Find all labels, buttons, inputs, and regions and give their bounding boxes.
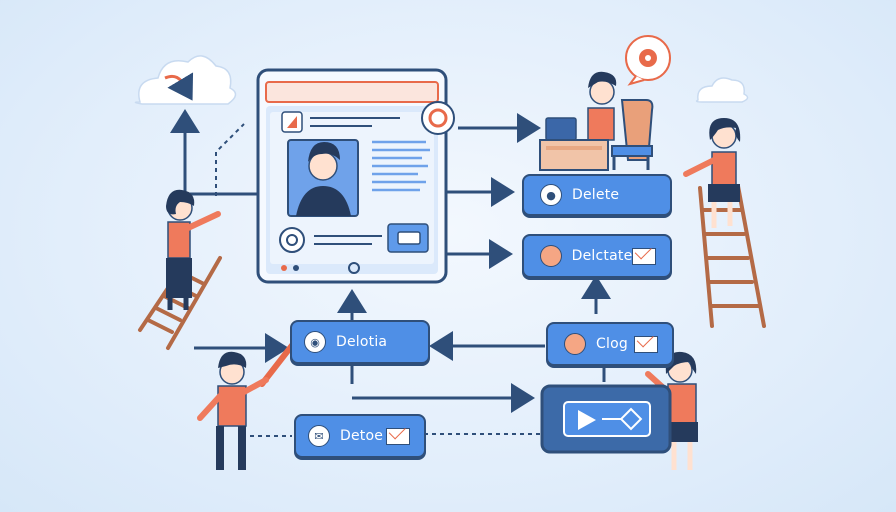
cloud-left	[134, 55, 237, 105]
node-label: Delotia	[336, 334, 388, 350]
person-at-desk	[539, 71, 654, 171]
browser-window	[256, 68, 455, 284]
video-panel	[540, 384, 672, 454]
node-clog[interactable]: Clog	[546, 322, 674, 366]
chat-icon: ✉	[308, 425, 330, 447]
envelope-icon	[634, 335, 658, 353]
node-deleta[interactable]: ◉ Delotia	[290, 320, 430, 364]
node-label: Clog	[596, 336, 628, 352]
node-label: Delete	[572, 187, 620, 203]
node-deletate[interactable]: Delctate	[522, 234, 672, 278]
record-icon	[564, 333, 586, 355]
cloud-right	[695, 77, 749, 103]
envelope-icon	[386, 427, 410, 445]
user-icon	[540, 245, 562, 267]
node-label: Delctate	[571, 248, 633, 264]
connectors	[170, 109, 611, 437]
node-detoe[interactable]: ✉ Detoe	[294, 414, 426, 458]
record-icon: ◉	[304, 331, 326, 353]
record-icon: ●	[540, 184, 562, 206]
person-with-pencil	[197, 327, 307, 470]
envelope-icon	[632, 247, 656, 265]
node-delete[interactable]: ● Delete	[522, 174, 672, 216]
gear-bubble	[625, 35, 671, 86]
person-on-ladder-left	[138, 189, 222, 350]
person-on-ladder-right	[683, 118, 766, 328]
node-label: Detoe	[340, 428, 384, 444]
